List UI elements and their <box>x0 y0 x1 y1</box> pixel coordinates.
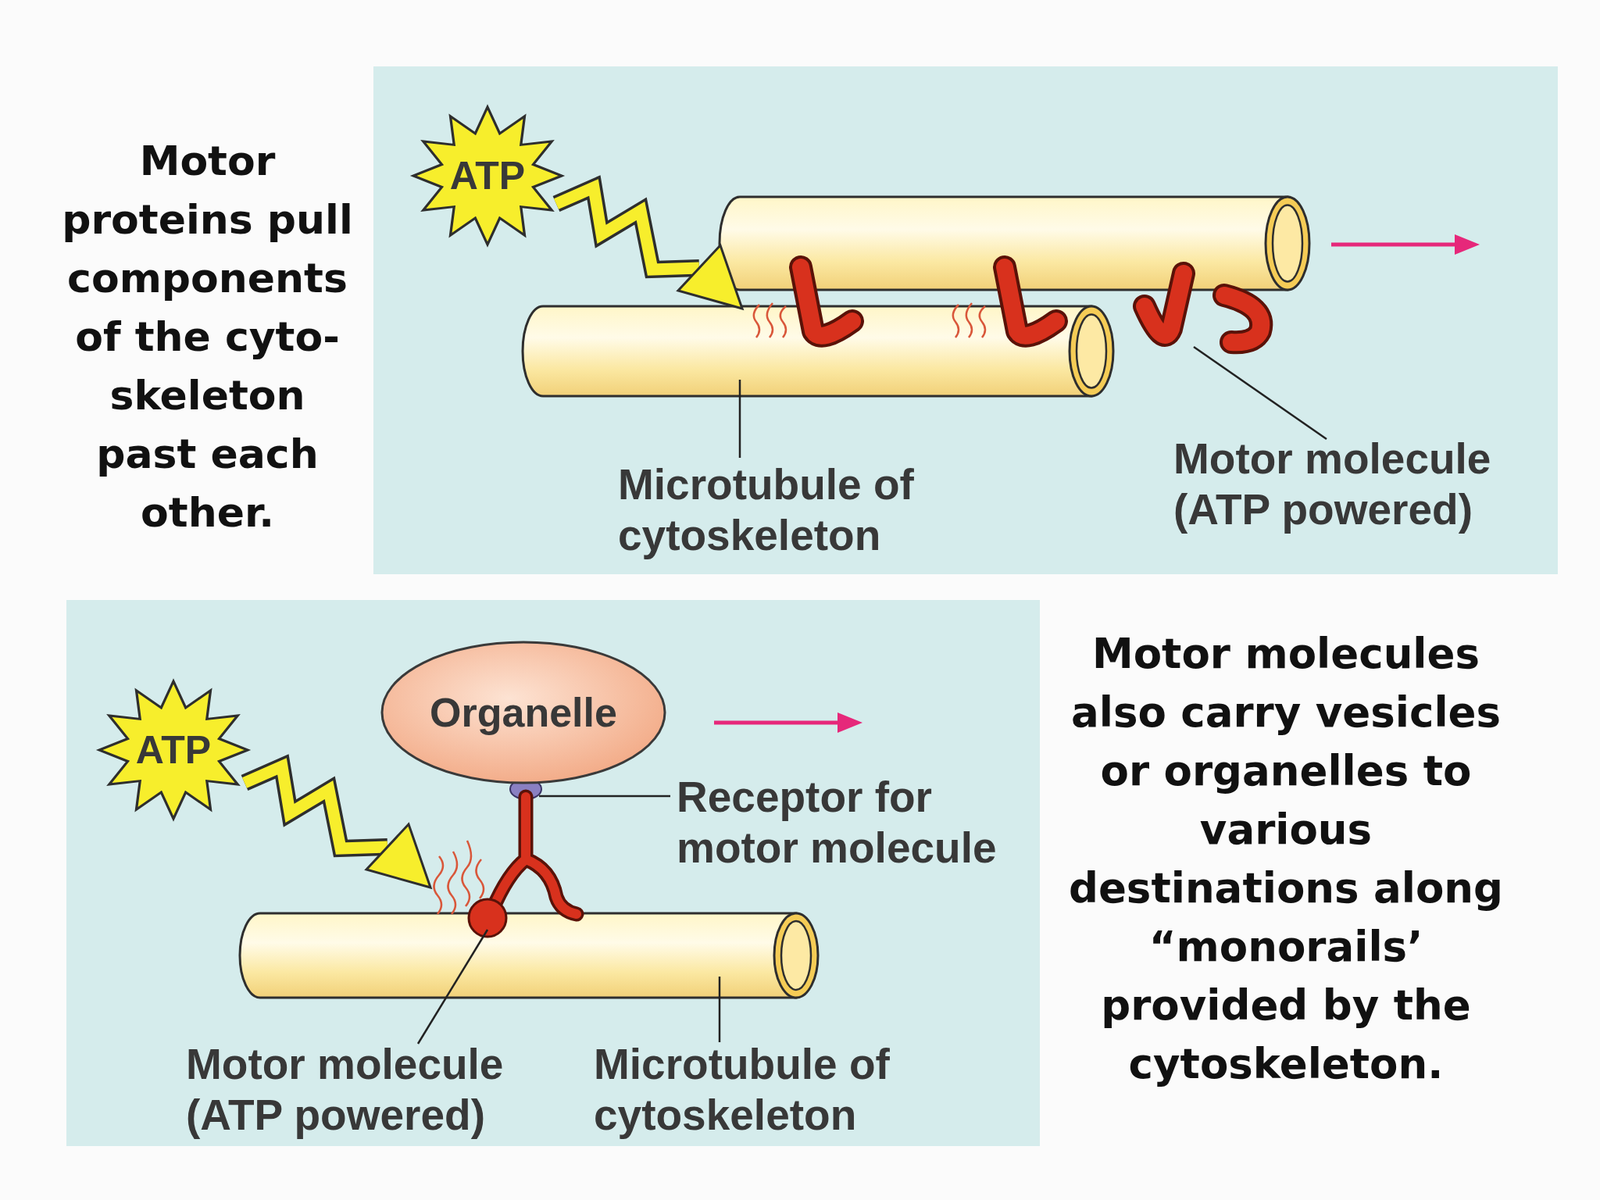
microtubule-lumen <box>1272 205 1303 283</box>
energy-label: ATP <box>425 152 550 200</box>
energy-bolt <box>244 766 431 888</box>
atp-burst <box>413 107 562 245</box>
motor-molecule <box>1224 295 1261 343</box>
motor-molecule <box>1144 273 1184 336</box>
motor-outline <box>800 267 853 336</box>
motion-line <box>767 303 773 338</box>
microtubule-end <box>774 913 818 998</box>
bolt-outline <box>556 187 700 270</box>
direction-arrow <box>1331 242 1461 247</box>
motor-outline <box>1224 295 1261 343</box>
part-label: Motor molecule (ATP powered) <box>1173 433 1510 536</box>
bolt-head <box>678 245 743 309</box>
leader-line <box>1193 346 1327 440</box>
atp-burst <box>99 681 248 819</box>
motor-molecules <box>800 267 1261 343</box>
microtubule-end <box>1069 306 1114 397</box>
microtubule <box>239 913 797 998</box>
motor-molecule <box>492 796 577 915</box>
energy-label: ATP <box>110 726 236 774</box>
motor-molecule <box>1004 267 1057 336</box>
organelle-outline <box>382 642 665 783</box>
description-text: Motor molecules also carry vesicles or o… <box>1055 624 1517 1093</box>
motor-outline <box>492 796 577 915</box>
motor-outline <box>1004 267 1057 336</box>
bolt-head <box>366 824 431 888</box>
motion-line <box>966 303 972 338</box>
direction-arrowhead <box>837 712 863 733</box>
motion-line <box>447 851 458 915</box>
starburst <box>413 107 562 245</box>
motion-line <box>475 859 484 899</box>
node-text-group: Organelle <box>380 640 667 785</box>
motion-lines <box>753 303 986 338</box>
direction-arrow <box>714 721 844 725</box>
bolt-body <box>244 766 388 849</box>
motion-line <box>953 304 959 338</box>
microtubule-lumen <box>781 921 811 990</box>
part-label: Motor molecule (ATP powered) <box>185 1039 522 1141</box>
part-label: Receptor for motor molecule <box>676 771 1013 874</box>
motion-line <box>461 840 472 907</box>
motion-line <box>979 306 986 338</box>
motion-line <box>433 856 443 915</box>
part-label: Microtubule of cytoskeleton <box>617 459 947 561</box>
motor-molecule-group <box>492 796 577 915</box>
bottom-panel <box>66 600 1040 1147</box>
bolt-body <box>556 187 700 270</box>
description-text: Motor proteins pull components of the cy… <box>57 132 358 543</box>
organelle: Organelle <box>380 640 667 785</box>
node-label: Organelle <box>429 689 618 736</box>
motor-outline <box>1144 273 1184 336</box>
motor-molecule <box>800 267 853 336</box>
leader-line <box>417 929 488 1044</box>
direction-arrowhead <box>1454 234 1480 255</box>
motion-line <box>753 304 760 338</box>
energy-bolt <box>556 187 743 309</box>
motion-line <box>780 306 786 338</box>
microtubule-end <box>1265 196 1310 290</box>
leader-line <box>739 379 742 458</box>
microtubule-lumen <box>1076 314 1107 389</box>
starburst <box>99 681 248 819</box>
top-panel <box>373 66 1558 575</box>
bolt-outline <box>244 766 388 849</box>
part-label: Microtubule of cytoskeleton <box>593 1039 922 1141</box>
leader-line <box>718 976 722 1043</box>
leader-line <box>539 795 671 798</box>
